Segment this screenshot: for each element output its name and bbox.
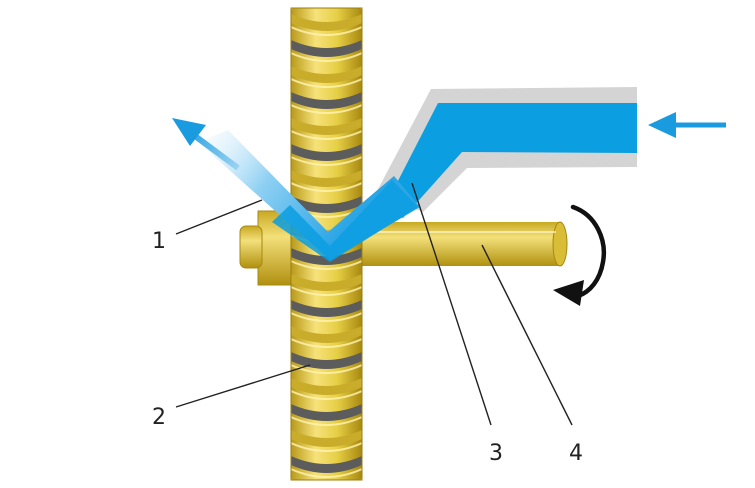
thread-groove xyxy=(291,482,362,488)
thread-highlight xyxy=(291,260,362,270)
thread-groove xyxy=(291,144,362,161)
screw-threads xyxy=(291,14,362,488)
thread-groove xyxy=(291,92,362,109)
leader-line-3 xyxy=(411,182,492,426)
thread-highlight xyxy=(291,416,362,426)
thread-groove xyxy=(291,40,362,57)
thread-highlight xyxy=(291,78,362,88)
thread-groove xyxy=(291,118,362,135)
thread-highlight xyxy=(291,182,362,192)
thread-groove xyxy=(291,300,362,317)
thread-highlight xyxy=(291,156,362,166)
arrow-up-left-icon xyxy=(172,118,240,171)
thread-highlight xyxy=(291,130,362,140)
label-1: 1 xyxy=(152,229,166,254)
leader-line-2 xyxy=(175,364,311,408)
thread-highlight xyxy=(291,26,362,36)
thread-highlight xyxy=(291,104,362,114)
thread-highlight xyxy=(291,468,362,478)
leader-line-4 xyxy=(481,244,573,426)
thread-highlight xyxy=(291,338,362,348)
thread-groove xyxy=(291,274,362,291)
thread-highlight xyxy=(291,390,362,400)
thread-groove xyxy=(291,326,362,343)
rotate-clockwise-icon xyxy=(553,204,607,306)
fluid-jet-core xyxy=(272,180,418,262)
label-4: 4 xyxy=(569,441,583,466)
arrow-left-icon xyxy=(648,112,726,138)
shaft-hub xyxy=(239,210,295,286)
label-3: 3 xyxy=(489,441,503,466)
thread-groove xyxy=(291,14,362,31)
thread-groove xyxy=(291,66,362,83)
thread-groove xyxy=(291,170,362,187)
thread-highlight xyxy=(291,286,362,296)
screw-outline xyxy=(290,7,363,481)
thread-highlight xyxy=(291,442,362,452)
threaded-screw xyxy=(291,8,362,488)
thread-highlight xyxy=(291,312,362,322)
leader-lines xyxy=(175,182,573,426)
leader-line-1 xyxy=(175,199,263,235)
thread-groove xyxy=(291,404,362,421)
thread-groove xyxy=(291,456,362,473)
thread-groove xyxy=(291,378,362,395)
thread-highlight xyxy=(291,364,362,374)
thread-highlight xyxy=(291,52,362,62)
label-2: 2 xyxy=(152,405,166,430)
thread-groove xyxy=(291,196,362,213)
fluid-jet-inflow xyxy=(382,103,637,218)
thread-groove xyxy=(291,430,362,447)
